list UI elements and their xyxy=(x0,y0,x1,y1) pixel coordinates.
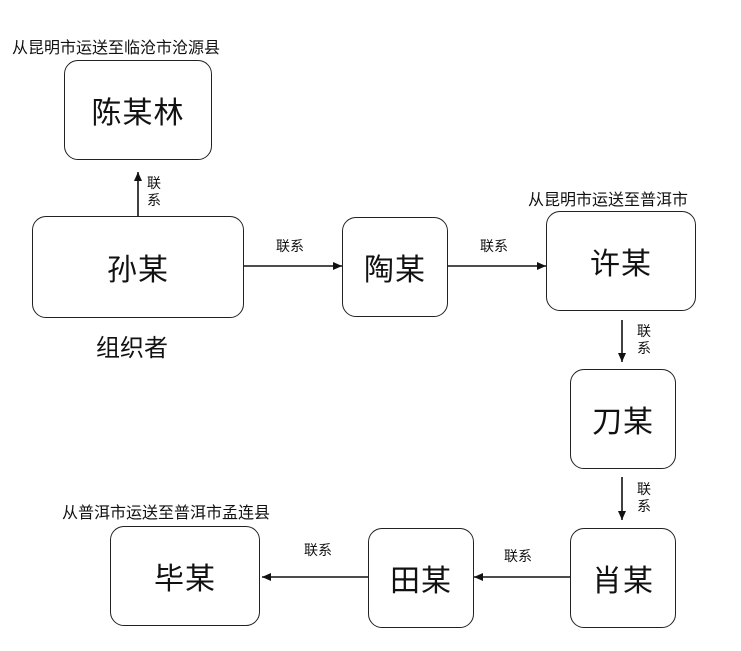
node-chen: 陈某林 xyxy=(64,60,212,160)
node-xiao: 肖某 xyxy=(570,528,676,628)
edge-label-sun-chen: 联系 xyxy=(147,176,161,209)
node-tian: 田某 xyxy=(368,528,474,628)
edge-label-xiao-tian: 联系 xyxy=(504,549,532,565)
note-bi-route: 从普洱市运送至普洱市孟连县 xyxy=(62,503,271,522)
edge-label-sun-tao: 联系 xyxy=(276,239,304,255)
note-chen-route: 从昆明市运送至临沧市沧源县 xyxy=(12,38,221,57)
edge-label-dao-xiao: 联系 xyxy=(637,482,651,515)
node-sun: 孙某 xyxy=(32,216,244,318)
edge-label-tao-xu: 联系 xyxy=(480,239,508,255)
node-xu: 许某 xyxy=(546,211,696,311)
edge-label-tian-bi: 联系 xyxy=(304,543,332,559)
node-bi: 毕某 xyxy=(110,526,260,626)
edge-label-xu-dao: 联系 xyxy=(637,324,651,357)
node-tao: 陶某 xyxy=(342,217,448,317)
note-xu-route: 从昆明市运送至普洱市 xyxy=(528,190,689,209)
organizer-caption: 组织者 xyxy=(96,334,168,362)
node-dao: 刀某 xyxy=(570,369,676,469)
